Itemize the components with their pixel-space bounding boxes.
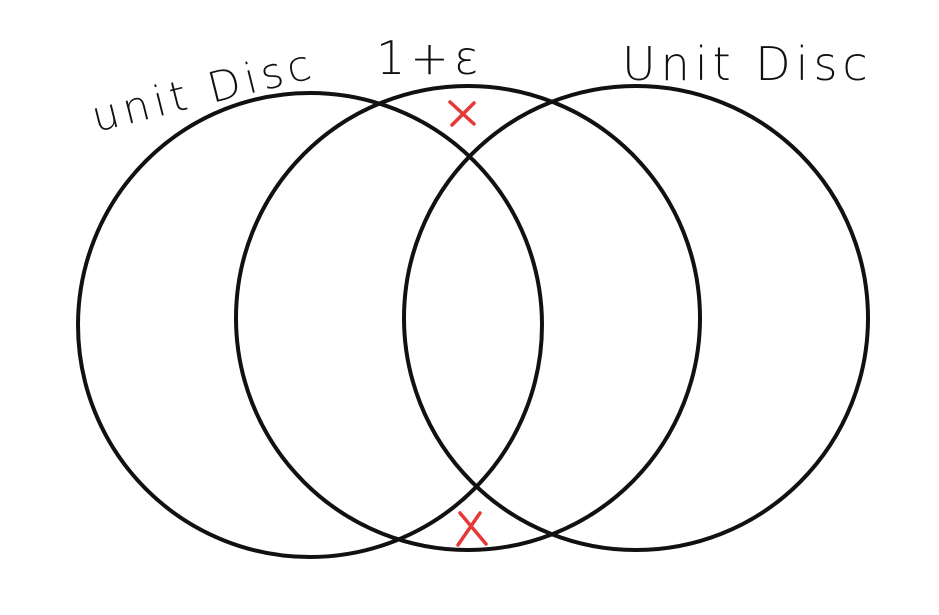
middle-circle-label: 1+ε <box>376 31 484 85</box>
left-circle-label: unit Disc <box>87 39 321 142</box>
top-intersection-mark <box>448 100 476 127</box>
right-circle-label: Unit Disc <box>622 37 873 91</box>
middle-one-plus-epsilon-circle <box>234 84 702 552</box>
bottom-intersection-mark <box>456 511 488 547</box>
right-unit-disc-circle <box>402 84 870 552</box>
left-unit-disc-circle <box>76 91 544 559</box>
